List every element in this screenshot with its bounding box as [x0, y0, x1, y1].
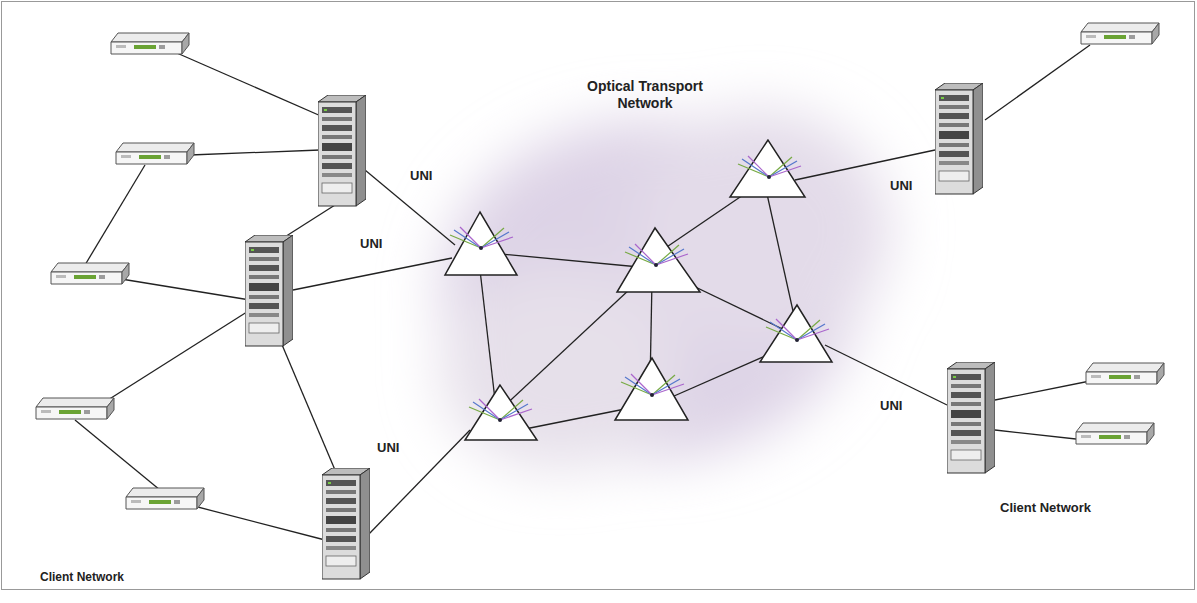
links [75, 45, 1095, 540]
modem-icon [126, 488, 204, 509]
uni-link [795, 150, 935, 180]
interface-label: UNI [880, 398, 902, 414]
servers [245, 83, 995, 579]
link [995, 430, 1085, 440]
uni-link [368, 430, 470, 535]
cloud-title: Optical Transport Network [575, 78, 715, 112]
wavelength-marks [450, 156, 829, 422]
link [190, 150, 320, 155]
interface-label: UNI [360, 236, 382, 252]
link [985, 45, 1090, 120]
interface-label: UNI [377, 440, 399, 456]
modem-icon [1076, 423, 1154, 444]
optical-switch [445, 212, 517, 275]
wavelength-mark [625, 244, 688, 267]
network-label: Client Network [40, 570, 124, 584]
wavelength-mark [738, 156, 801, 179]
optical-link [480, 270, 495, 400]
optical-switch [760, 305, 832, 362]
modem-icon [36, 398, 114, 419]
modem-icon [1086, 363, 1164, 384]
server-icon [947, 362, 995, 473]
wavelength-mark [469, 399, 532, 422]
link [280, 340, 335, 470]
modems [36, 23, 1164, 509]
network-cloud [440, 110, 890, 470]
link [995, 380, 1095, 400]
wavelength-mark [766, 319, 829, 342]
frame [2, 2, 1195, 590]
uni-link [293, 258, 452, 290]
optical-switch [730, 140, 805, 197]
optical-switch [615, 358, 688, 420]
wavelength-mark [621, 374, 684, 397]
link [85, 165, 145, 265]
optical-switch [617, 228, 700, 292]
optical-link [765, 185, 795, 320]
wavelength-mark [450, 227, 513, 250]
server-icon [245, 235, 293, 346]
modem-icon [51, 263, 129, 284]
link [190, 505, 325, 540]
server-icon [322, 468, 370, 579]
link [100, 310, 250, 405]
link [280, 205, 335, 240]
interface-label: UNI [890, 178, 912, 194]
modem-icon [111, 33, 189, 54]
link [170, 50, 330, 120]
modem-icon [116, 143, 194, 164]
link [115, 278, 250, 300]
interface-label: UNI [410, 168, 432, 184]
uni-link [825, 345, 947, 405]
optical-link [500, 275, 645, 410]
optical-switch [465, 385, 537, 440]
modem-icon [1081, 23, 1159, 44]
link [75, 420, 160, 490]
server-icon [935, 83, 983, 194]
network-label: Client Network [1000, 500, 1091, 516]
optical-switches [445, 140, 832, 440]
server-icon [318, 95, 366, 206]
